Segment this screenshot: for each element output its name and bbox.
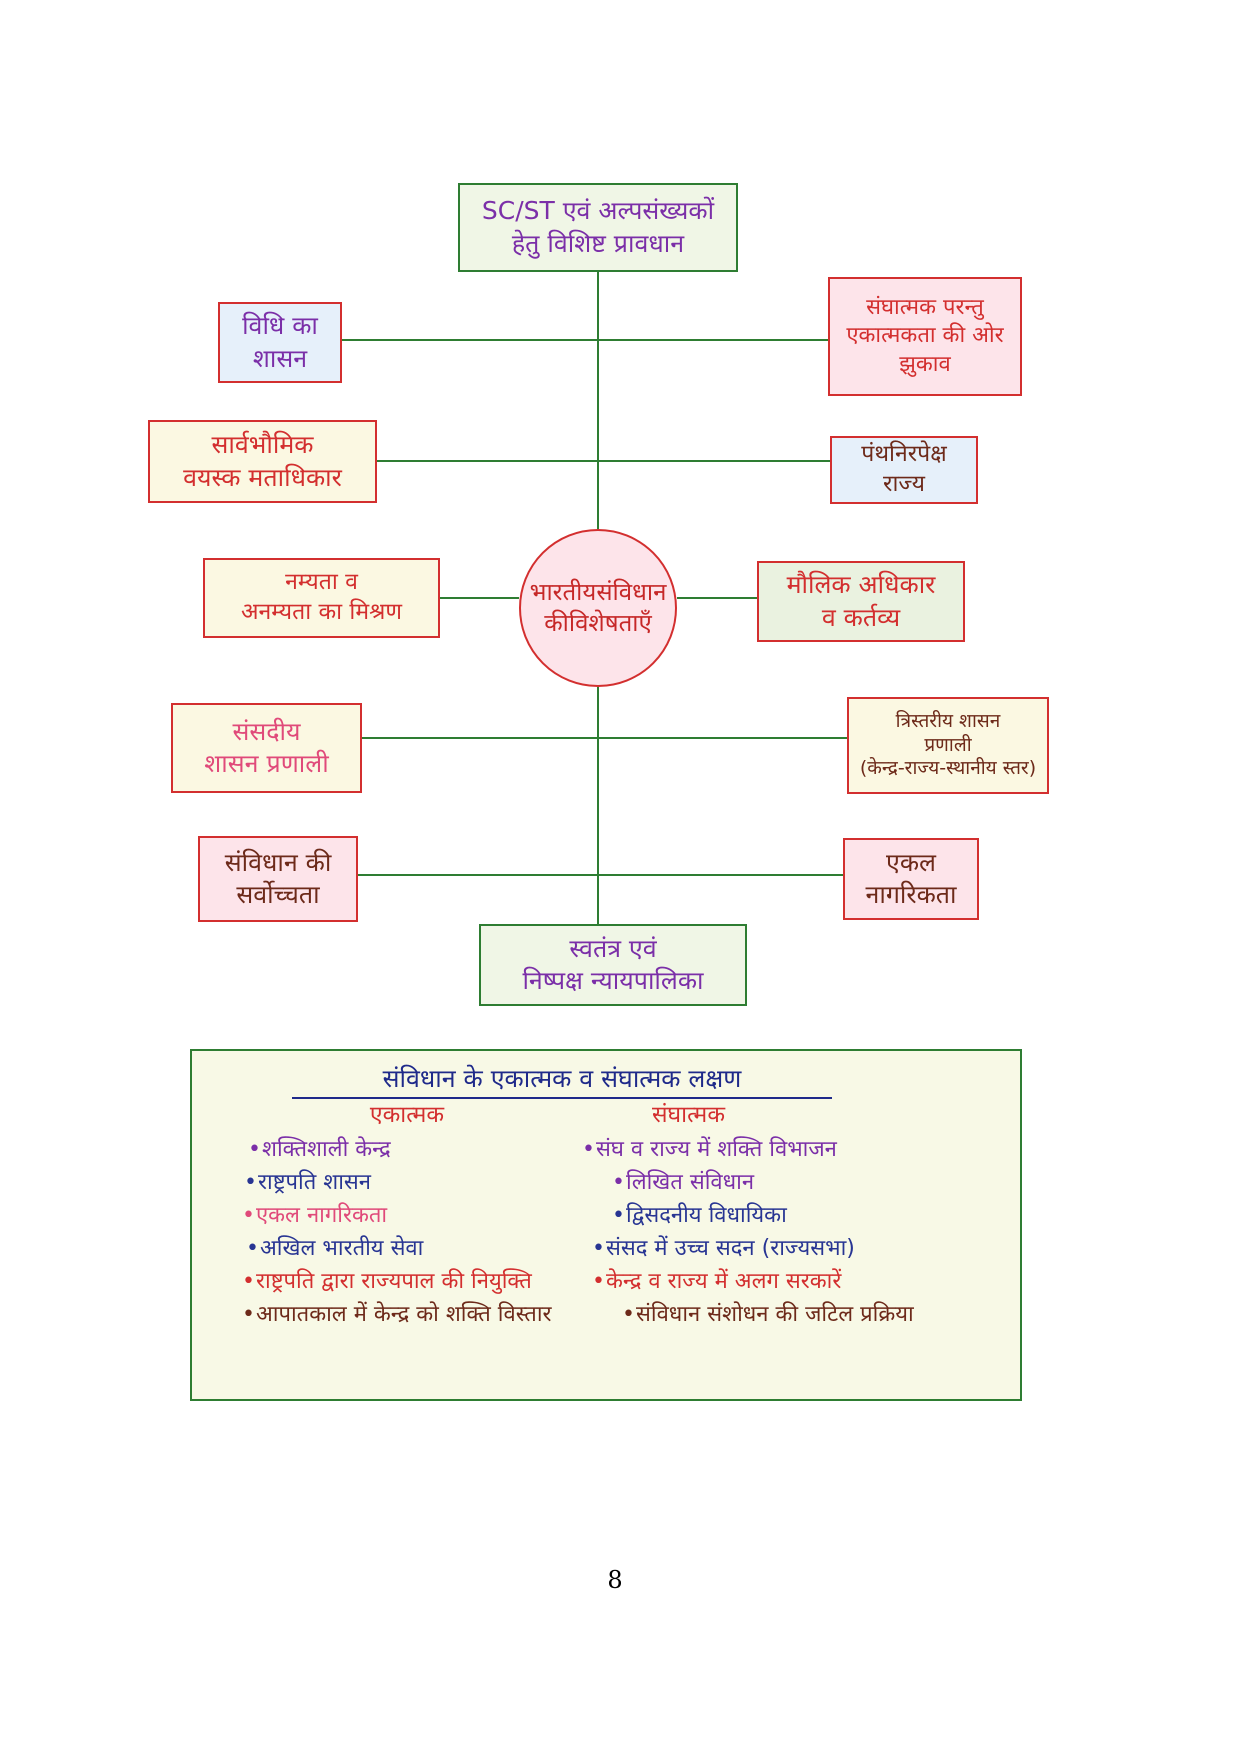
center-node: भारतीयसंविधान कीविशेषताएँ	[519, 529, 677, 687]
unitary-heading: एकात्मक	[369, 1102, 445, 1128]
list-item: •एकल नागरिकता	[242, 1203, 388, 1228]
unitary-column: एकात्मक •शक्तिशाली केन्द्र •राष्ट्रपति श…	[242, 1097, 572, 1331]
federal-list: •संघ व राज्य में शक्ति विभाजन •लिखित संव…	[582, 1133, 1012, 1331]
features-mind-map: SC/ST एवं अल्पसंख्यकोंहेतु विशिष्ट प्राव…	[148, 183, 1049, 1006]
node-left-5: संविधान कीसर्वोच्चता	[198, 836, 358, 922]
unitary-federal-features-panel: संविधान के एकात्मक व संघात्मक लक्षण एकात…	[190, 1049, 1022, 1401]
node-top: SC/ST एवं अल्पसंख्यकोंहेतु विशिष्ट प्राव…	[458, 183, 738, 272]
node-left-1: विधि काशासन	[218, 302, 342, 383]
connector-lines	[342, 272, 847, 924]
federal-heading: संघात्मक	[652, 1102, 725, 1128]
list-item: •द्विसदनीय विधायिका	[612, 1203, 787, 1228]
list-item: •अखिल भारतीय सेवा	[246, 1236, 424, 1261]
list-item: •केन्द्र व राज्य में अलग सरकारें	[592, 1269, 842, 1294]
list-item: •शक्तिशाली केन्द्र	[248, 1137, 391, 1162]
unitary-list: •शक्तिशाली केन्द्र •राष्ट्रपति शासन •एकल…	[242, 1133, 572, 1331]
list-item: •संविधान संशोधन की जटिल प्रक्रिया	[622, 1302, 914, 1327]
page-number: 8	[607, 1566, 623, 1594]
list-item: •राष्ट्रपति द्वारा राज्यपाल की नियुक्ति	[242, 1269, 532, 1294]
node-bottom: स्वतंत्र एवंनिष्पक्ष न्यायपालिका	[479, 924, 747, 1006]
list-item: •संघ व राज्य में शक्ति विभाजन	[582, 1137, 837, 1162]
list-item: •संसद में उच्च सदन (राज्यसभा)	[592, 1236, 855, 1261]
list-item: •राष्ट्रपति शासन	[244, 1170, 372, 1195]
list-item: •आपातकाल में केन्द्र को शक्ति विस्तार	[242, 1302, 552, 1327]
federal-column: संघात्मक •संघ व राज्य में शक्ति विभाजन •…	[582, 1097, 1012, 1331]
panel-title: संविधान के एकात्मक व संघात्मक लक्षण	[292, 1061, 832, 1099]
list-item: •लिखित संविधान	[612, 1170, 755, 1195]
